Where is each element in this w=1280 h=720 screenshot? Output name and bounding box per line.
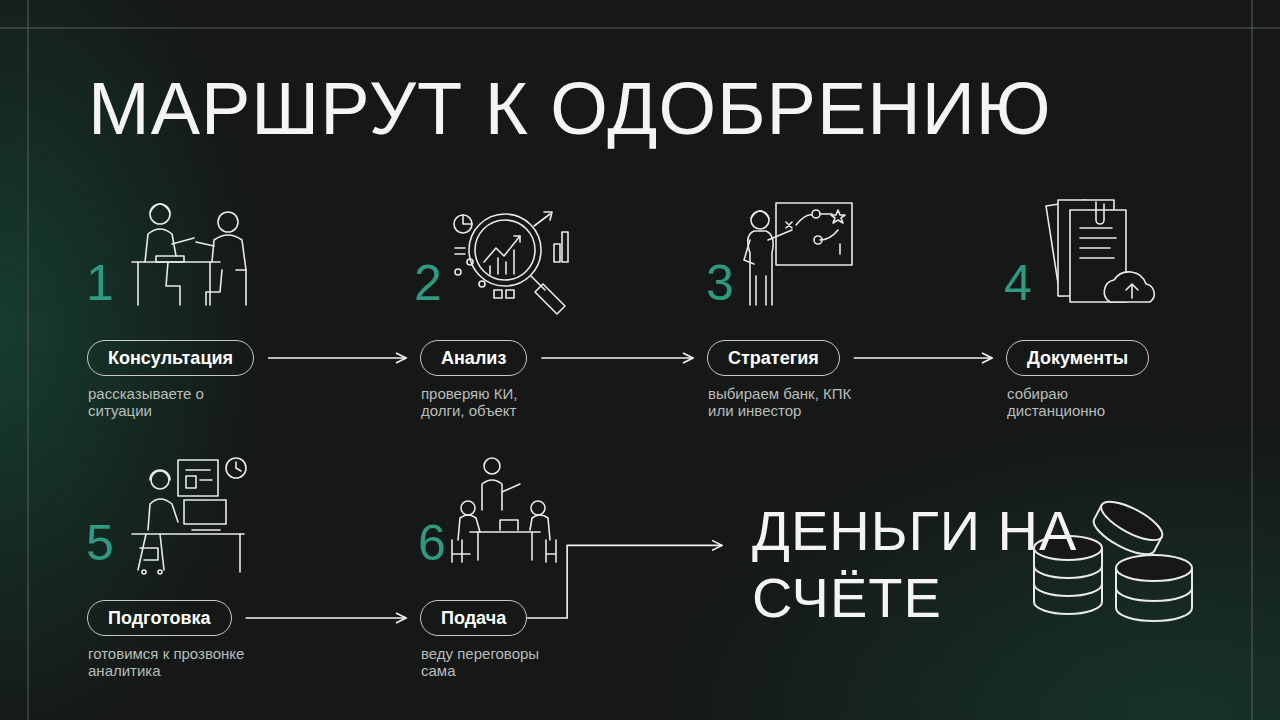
flow-arrow <box>246 617 406 619</box>
flow-arrow <box>268 357 406 359</box>
flow-arrow <box>527 545 722 618</box>
step-pill: Консультациярассказываете о ситуации <box>87 340 254 376</box>
step-number: 5 <box>86 518 114 568</box>
step-pill: Анализпроверяю КИ, долги, объект <box>420 340 527 376</box>
documents-icon <box>1046 200 1154 302</box>
flow-arrow <box>854 357 992 359</box>
step-description: собираю дистанционно <box>1007 385 1127 419</box>
consultation-icon <box>132 204 246 305</box>
step-title: Стратегия <box>728 348 819 369</box>
step-description: проверяю КИ, долги, объект <box>421 385 551 419</box>
step-title: Документы <box>1027 348 1128 369</box>
step-description: готовимся к прозвонке аналитика <box>88 645 278 679</box>
step-number: 6 <box>418 518 446 568</box>
step-description: выбираем банк, КПК или инвестор <box>708 385 858 419</box>
step-pill: Подготовкаготовимся к прозвонке аналитик… <box>87 600 232 636</box>
step-title: Анализ <box>441 348 506 369</box>
step-number: 2 <box>414 258 442 308</box>
step-pill: Документысобираю дистанционно <box>1006 340 1149 376</box>
preparation-icon <box>132 458 246 574</box>
step-pill: Подачаведу переговоры сама <box>420 600 527 636</box>
step-number: 3 <box>706 258 734 308</box>
title: МАРШРУТ К ОДОБРЕНИЮ <box>88 72 1052 146</box>
step-title: Консультация <box>108 348 233 369</box>
step-number: 1 <box>86 258 114 308</box>
analysis-icon <box>454 212 568 314</box>
step-title: Подготовка <box>108 608 211 629</box>
step-pill: Стратегиявыбираем банк, КПК или инвестор <box>707 340 840 376</box>
step-description: веду переговоры сама <box>421 645 561 679</box>
step-description: рассказываете о ситуации <box>88 385 218 419</box>
flow-arrow <box>541 357 693 359</box>
result-text: ДЕНЬГИ НА СЧЁТЕ <box>752 497 1082 631</box>
result-label: ДЕНЬГИ НА СЧЁТЕ <box>752 499 1077 629</box>
step-number: 4 <box>1004 258 1032 308</box>
step-title: Подача <box>441 608 506 629</box>
strategy-icon <box>744 203 852 305</box>
submission-icon <box>452 458 556 562</box>
